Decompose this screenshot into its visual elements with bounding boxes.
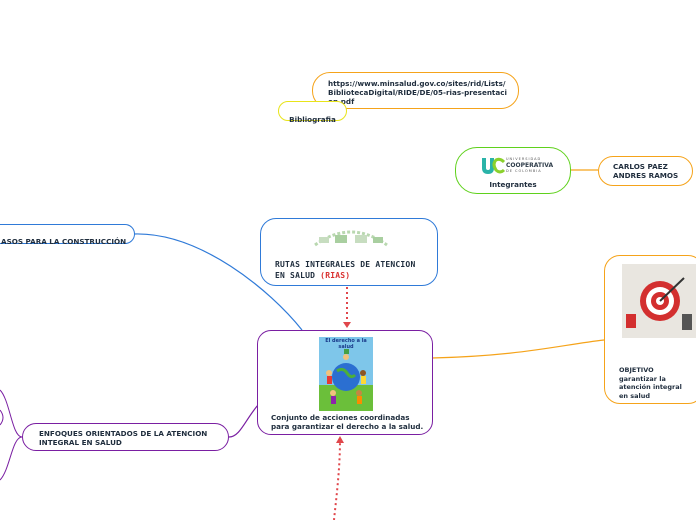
arrow-down: [343, 322, 351, 328]
university-logo: UNIVERSIDAD COOPERATIVA DE COLOMBIA: [480, 156, 550, 176]
logo-line1: UNIVERSIDAD: [506, 157, 541, 161]
bibliografia-url[interactable]: https://www.minsalud.gov.co/sites/rid/Li…: [328, 79, 508, 106]
central-node[interactable]: El derecho a la salud Conjunto de accion…: [257, 330, 433, 435]
member-name: CARLOS PAEZ ANDRES RAMOS: [613, 162, 683, 180]
rias-title-acronym: (RIAS): [320, 271, 350, 280]
university-logo-icon: [480, 156, 506, 176]
link-dotted-bottom-center: [334, 440, 340, 520]
link-center-enfoques: [229, 405, 258, 437]
rias-node[interactable]: RUTAS INTEGRALES DE ATENCION EN SALUD (R…: [260, 218, 438, 286]
integrantes-node[interactable]: UNIVERSIDAD COOPERATIVA DE COLOMBIA Inte…: [455, 147, 571, 194]
rias-banner-image: [311, 223, 391, 247]
logo-line2: COOPERATIVA: [506, 162, 553, 169]
arrow-up-bottom: [336, 436, 344, 443]
member-node[interactable]: CARLOS PAEZ ANDRES RAMOS: [598, 156, 693, 186]
pasos-node[interactable]: ASOS PARA LA CONSTRUCCIÓN: [0, 224, 135, 244]
link-center-objetivo: [432, 340, 604, 358]
objetivo-node[interactable]: OBJETIVO garantizar la atención integral…: [604, 255, 696, 404]
central-image: El derecho a la salud: [319, 337, 373, 411]
pasos-label: ASOS PARA LA CONSTRUCCIÓN: [1, 237, 126, 246]
logo-line3: DE COLOMBIA: [506, 169, 542, 173]
objetivo-text: OBJETIVO garantizar la atención integral…: [619, 366, 691, 400]
central-text: Conjunto de acciones coordinadas para ga…: [271, 413, 426, 431]
bibliografia-label: Bibliografia: [289, 115, 336, 124]
enfoques-label: ENFOQUES ORIENTADOS DE LA ATENCION INTEG…: [39, 429, 219, 447]
globe-children-icon: [319, 345, 373, 411]
bibliografia-node[interactable]: Bibliografia: [278, 101, 347, 121]
link-enfoques-left: [0, 390, 22, 480]
target-icon: [622, 264, 696, 338]
integrantes-label: Integrantes: [456, 180, 570, 189]
objetivo-image: [622, 264, 696, 338]
enfoques-node[interactable]: ENFOQUES ORIENTADOS DE LA ATENCION INTEG…: [22, 423, 229, 451]
rias-title: RUTAS INTEGRALES DE ATENCION EN SALUD (R…: [275, 259, 425, 281]
